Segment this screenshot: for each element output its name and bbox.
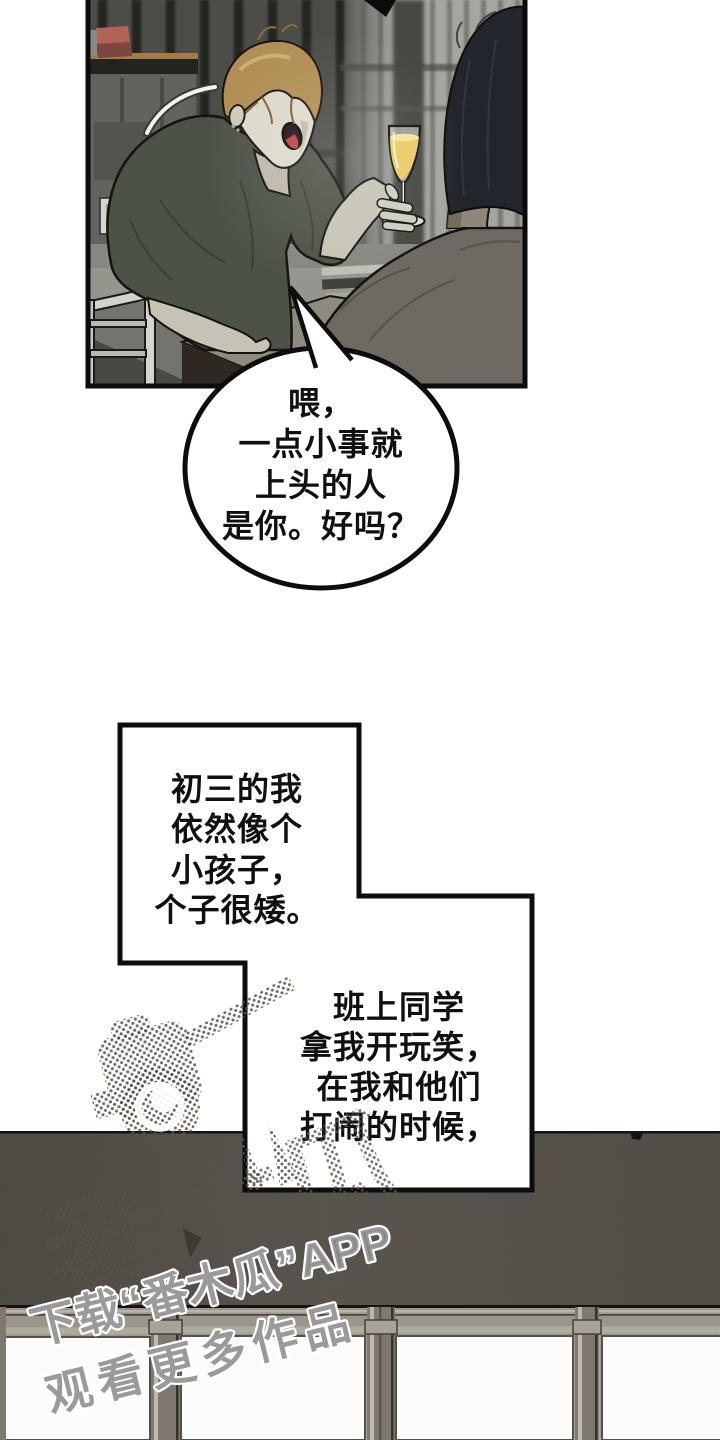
bubble-line-4: 是你。好吗？ [222,508,420,544]
wall-mark-dash [630,1131,644,1140]
caption2-line-3: 在我和他们 [316,1069,481,1105]
floor-shadow [88,336,198,386]
bubble-line-3: 上头的人 [255,467,387,503]
red-box-shadow [96,42,132,58]
caption2-line-1: 班上同学 [333,989,465,1025]
mullion [572,1307,602,1440]
caption1-line-4: 个子很矮。 [154,892,319,928]
shelf-item [88,30,97,56]
caption2-line-2: 拿我开玩笑， [300,1029,498,1065]
light-glow [205,30,465,290]
window-pane [387,1326,582,1440]
mullion [148,1307,183,1440]
mullion [364,1307,398,1440]
speed-line [143,83,219,137]
offpanel-bubble-tail [364,0,396,17]
shelf-underside [88,58,198,74]
speech-bubble: 喂， 一点小事就 上头的人 是你。好吗？ [182,285,460,591]
caption1-line-3: 小孩子， [171,852,303,888]
shelf-edge [88,53,198,59]
logo-beak [183,1228,202,1258]
window-pane [172,1326,374,1440]
caption2-line-4: 打闹的时候， [300,1109,498,1145]
camera-icon [90,976,298,1258]
panel-1 [88,0,525,386]
caption1-line-1: 初三的我 [171,771,303,807]
window-mullions [0,1307,602,1440]
window-pane [593,1326,720,1440]
panel-2 [0,1131,720,1440]
window-frame [0,1305,720,1440]
speech-bubble-tail [288,285,354,369]
bubble-line-2: 一点小事就 [238,426,403,462]
window-pane [0,1327,154,1440]
caption1-line-2: 依然像个 [171,811,303,847]
caption-box: 初三的我 依然像个 小孩子， 个子很矮。 班上同学 拿我开玩笑， 在我和他们 打… [117,722,535,1193]
character-left-arm [146,296,272,354]
hair-ahoge [256,23,298,41]
bubble-line-1: 喂， [288,385,354,421]
